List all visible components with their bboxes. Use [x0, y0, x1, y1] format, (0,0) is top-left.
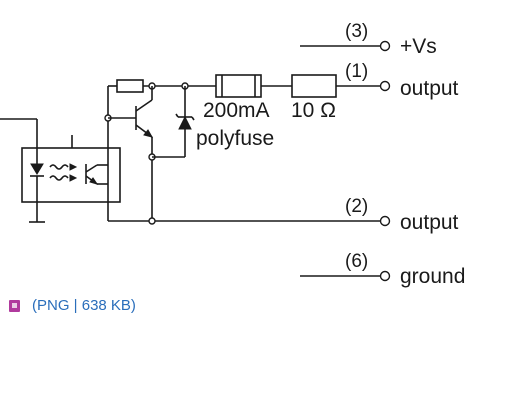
image-file-icon [9, 299, 20, 312]
pin-3-label: (3) [345, 21, 368, 42]
circuit-schematic: (3) +Vs (1) output 200mA 10 Ω [0, 21, 465, 288]
fuse-rating-label: 200mA [203, 99, 270, 122]
pin-1-label: (1) [345, 61, 368, 82]
top-rail: (1) output 200mA 10 Ω [107, 61, 459, 221]
base-resistor [116, 79, 144, 93]
optocoupler [0, 118, 121, 223]
terminal-vs: (3) +Vs [300, 21, 437, 58]
ground-label: ground [400, 265, 465, 288]
vs-label: +Vs [400, 35, 437, 58]
optocoupler-package [21, 147, 121, 203]
led-icon [30, 163, 44, 175]
terminal-output-2: (2) output [108, 196, 459, 234]
output-2-label: output [400, 211, 459, 234]
pin-6-label: (6) [345, 251, 368, 272]
resistor-10-ohm [291, 74, 337, 98]
attachment-link[interactable]: (PNG | 638 KB) [9, 297, 136, 314]
attachment-label[interactable]: (PNG | 638 KB) [32, 297, 136, 314]
polyfuse-label: polyfuse [196, 127, 274, 150]
light-wave-icon [49, 164, 69, 170]
pin-2-label: (2) [345, 196, 368, 217]
output-1-label: output [400, 77, 459, 100]
polyfuse-symbol [178, 115, 192, 130]
polyfuse-branch: polyfuse [152, 86, 274, 158]
resistor-value-label: 10 Ω [291, 99, 336, 122]
terminal-ground: (6) ground [300, 251, 465, 288]
output-transistor [104, 86, 156, 221]
